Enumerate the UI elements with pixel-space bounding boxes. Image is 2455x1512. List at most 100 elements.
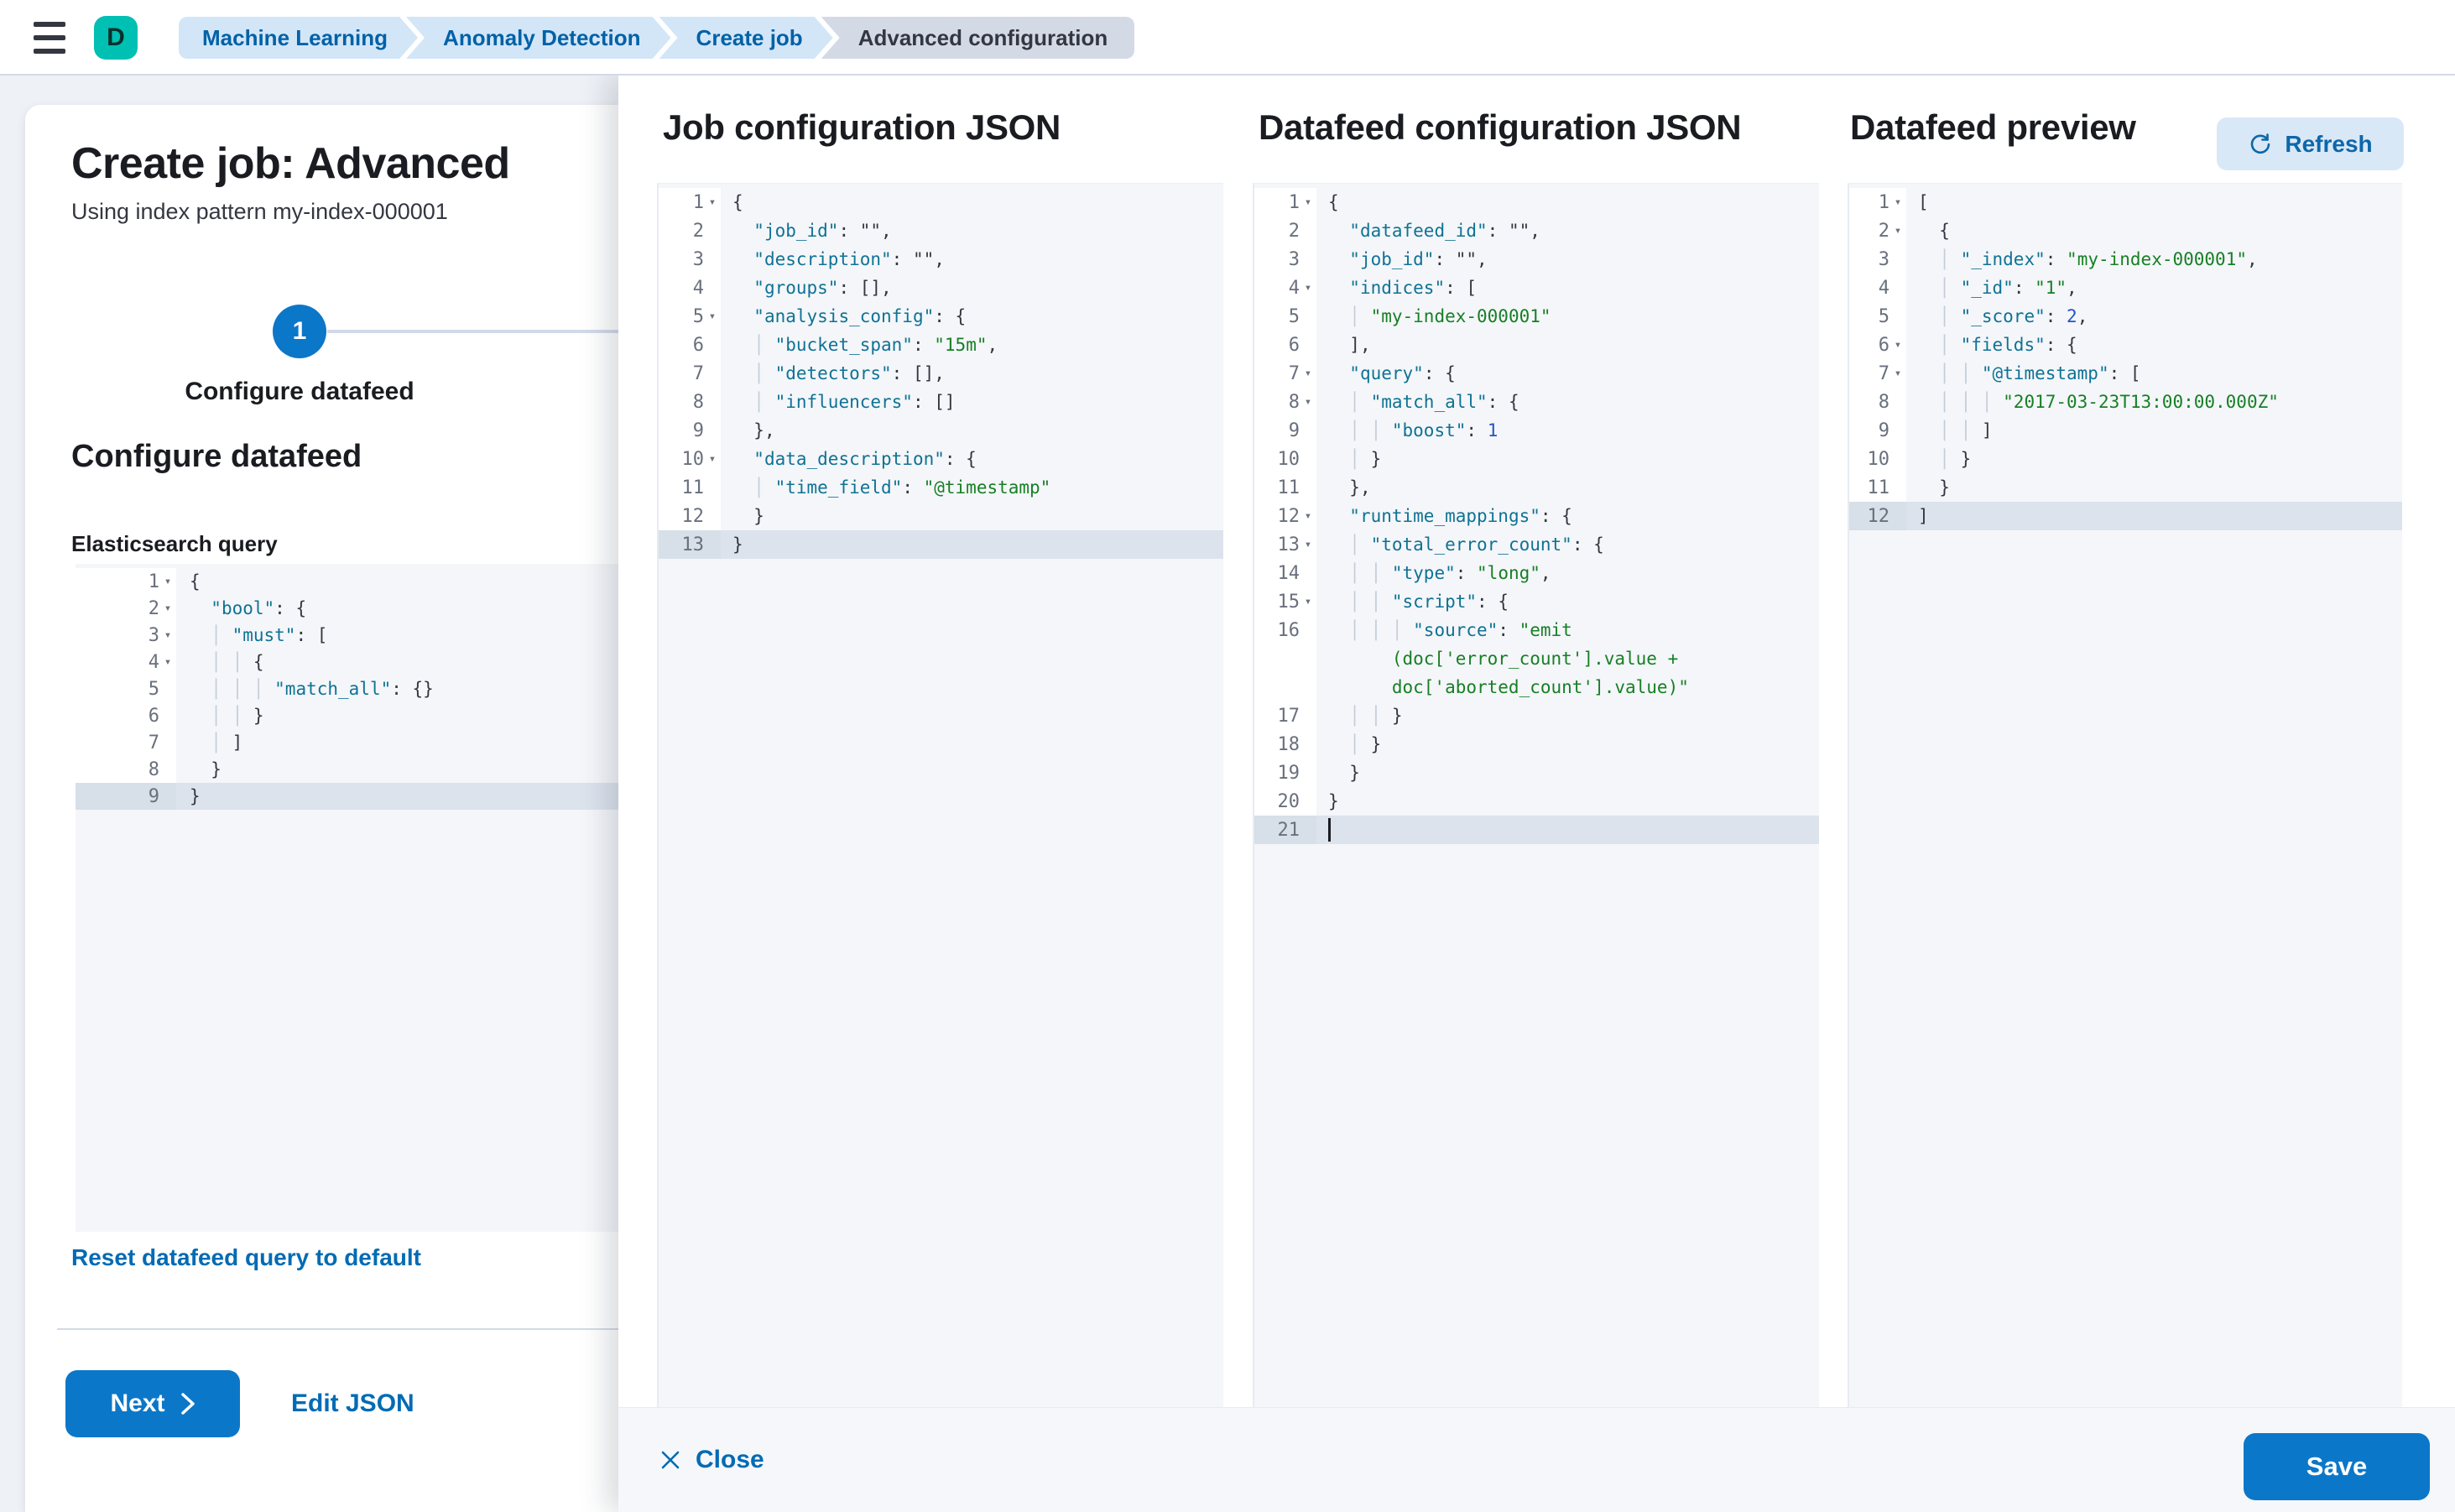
refresh-icon [2248,132,2273,157]
elasticsearch-query-label: Elasticsearch query [71,531,278,556]
space-avatar[interactable]: D [94,16,138,60]
fold-arrow-icon[interactable]: ▾ [164,655,172,669]
code-line: (doc['error_count'].value + [1254,644,1819,673]
code-line: 16 │ │ │ "source": "emit [1254,616,1819,644]
line-number: 20 [1277,790,1300,812]
code-line: 14 │ │ "type": "long", [1254,559,1819,587]
page-title: Create job: Advanced [71,139,510,188]
save-button[interactable]: Save [2244,1433,2430,1500]
code-line: 6 │ "bucket_span": "15m", [659,331,1223,359]
code-line: 20} [1254,787,1819,816]
fold-arrow-icon[interactable]: ▾ [708,196,717,209]
code-line: 12▾ "runtime_mappings": { [1254,502,1819,530]
line-number: 14 [1277,562,1300,584]
code-line: 7▾ │ │ "@timestamp": [ [1849,359,2402,388]
fold-arrow-icon[interactable]: ▾ [708,452,717,466]
line-number: 1 [1288,191,1300,213]
line-number: 9 [692,420,704,441]
code-line: 1▾{ [659,188,1223,216]
line-number: 2 [1288,220,1300,242]
line-number: 3 [1288,248,1300,270]
code-line: 10▾ "data_description": { [659,445,1223,473]
create-job-panel: Create job: Advanced Using index pattern… [25,105,618,1512]
breadcrumb-item-machine-learning[interactable]: Machine Learning [179,17,418,59]
line-number: 5 [692,305,704,327]
code-line: 8 │ │ │ "2017-03-23T13:00:00.000Z" [1849,388,2402,416]
code-line: 18 │ } [1254,730,1819,759]
line-number: 11 [681,477,705,498]
code-line: 5▾ "analysis_config": { [659,302,1223,331]
step-1-indicator[interactable]: 1 [273,305,326,358]
flyout-footer: Close Save [618,1407,2455,1512]
code-line: 19 } [1254,759,1819,787]
line-number: 10 [681,448,705,470]
fold-arrow-icon[interactable]: ▾ [1894,338,1902,352]
line-number: 17 [1277,705,1300,727]
line-number: 4 [692,277,704,299]
code-line: 9 │ │ "boost": 1 [1254,416,1819,445]
fold-arrow-icon[interactable]: ▾ [164,628,172,642]
line-number: 15 [1277,591,1300,613]
code-line: 2 "datafeed_id": "", [1254,216,1819,245]
fold-arrow-icon[interactable]: ▾ [1304,367,1312,380]
fold-arrow-icon[interactable]: ▾ [1894,196,1902,209]
datafeed-config-title: Datafeed configuration JSON [1259,107,1742,147]
line-number: 13 [681,534,705,555]
code-line: 15▾ │ │ "script": { [1254,587,1819,616]
menu-icon[interactable] [34,22,67,54]
line-number: 6 [1288,334,1300,356]
refresh-button[interactable]: Refresh [2217,117,2404,170]
line-number: 2 [148,597,159,619]
fold-arrow-icon[interactable]: ▾ [1304,395,1312,409]
code-line: 7 │ ] [76,729,618,756]
refresh-button-label: Refresh [2285,130,2373,157]
code-line: 3▾ │ "must": [ [76,622,618,649]
fold-arrow-icon[interactable]: ▾ [1304,281,1312,295]
arrow-right-icon [180,1391,195,1416]
line-number: 16 [1277,619,1300,641]
line-number: 12 [1867,505,1890,527]
job-config-editor[interactable]: 1▾{2 "job_id": "",3 "description": "",4 … [657,183,1223,1407]
line-number: 3 [1878,248,1889,270]
reset-datafeed-query-link[interactable]: Reset datafeed query to default [71,1244,421,1270]
line-number: 7 [148,732,159,753]
breadcrumb-item-anomaly-detection[interactable]: Anomaly Detection [406,17,671,59]
code-line: 13} [659,530,1223,559]
breadcrumb-item-create-job[interactable]: Create job [659,17,833,59]
line-number: 8 [1878,391,1889,413]
fold-arrow-icon[interactable]: ▾ [1304,196,1312,209]
code-line: 6 ], [1254,331,1819,359]
code-line: 5 │ "my-index-000001" [1254,302,1819,331]
elasticsearch-query-editor[interactable]: 1▾{2▾ "bool": {3▾ │ "must": [4▾ │ │ {5 │… [76,564,618,1232]
edit-json-link[interactable]: Edit JSON [291,1389,414,1417]
line-number: 9 [1288,420,1300,441]
text-cursor [1328,818,1331,842]
code-line: 12] [1849,502,2402,530]
step-1-label: Configure datafeed [185,378,414,405]
close-button[interactable]: Close [659,1434,764,1486]
code-line: 1▾{ [1254,188,1819,216]
line-number: 2 [1878,220,1889,242]
code-line: 3 "job_id": "", [1254,245,1819,274]
line-number: 6 [1878,334,1889,356]
code-line: 4 "groups": [], [659,274,1223,302]
fold-arrow-icon[interactable]: ▾ [164,602,172,615]
datafeed-preview-editor[interactable]: 1▾[2▾ {3 │ "_index": "my-index-000001",4… [1848,183,2402,1407]
fold-arrow-icon[interactable]: ▾ [1894,367,1902,380]
fold-arrow-icon[interactable]: ▾ [1894,224,1902,237]
edit-json-flyout: Job configuration JSON Datafeed configur… [618,76,2455,1512]
datafeed-config-editor[interactable]: 1▾{2 "datafeed_id": "",3 "job_id": "",4▾… [1253,183,1819,1407]
fold-arrow-icon[interactable]: ▾ [1304,509,1312,523]
fold-arrow-icon[interactable]: ▾ [164,575,172,588]
job-config-title: Job configuration JSON [663,107,1061,147]
code-line: 4▾ │ │ { [76,649,618,675]
fold-arrow-icon[interactable]: ▾ [708,310,717,323]
code-line: 11 │ "time_field": "@timestamp" [659,473,1223,502]
line-number: 21 [1277,819,1300,841]
fold-arrow-icon[interactable]: ▾ [1304,595,1312,608]
code-line: 4 │ "_id": "1", [1849,274,2402,302]
fold-arrow-icon[interactable]: ▾ [1304,538,1312,551]
next-button[interactable]: Next [65,1370,240,1437]
line-number: 3 [148,624,159,646]
